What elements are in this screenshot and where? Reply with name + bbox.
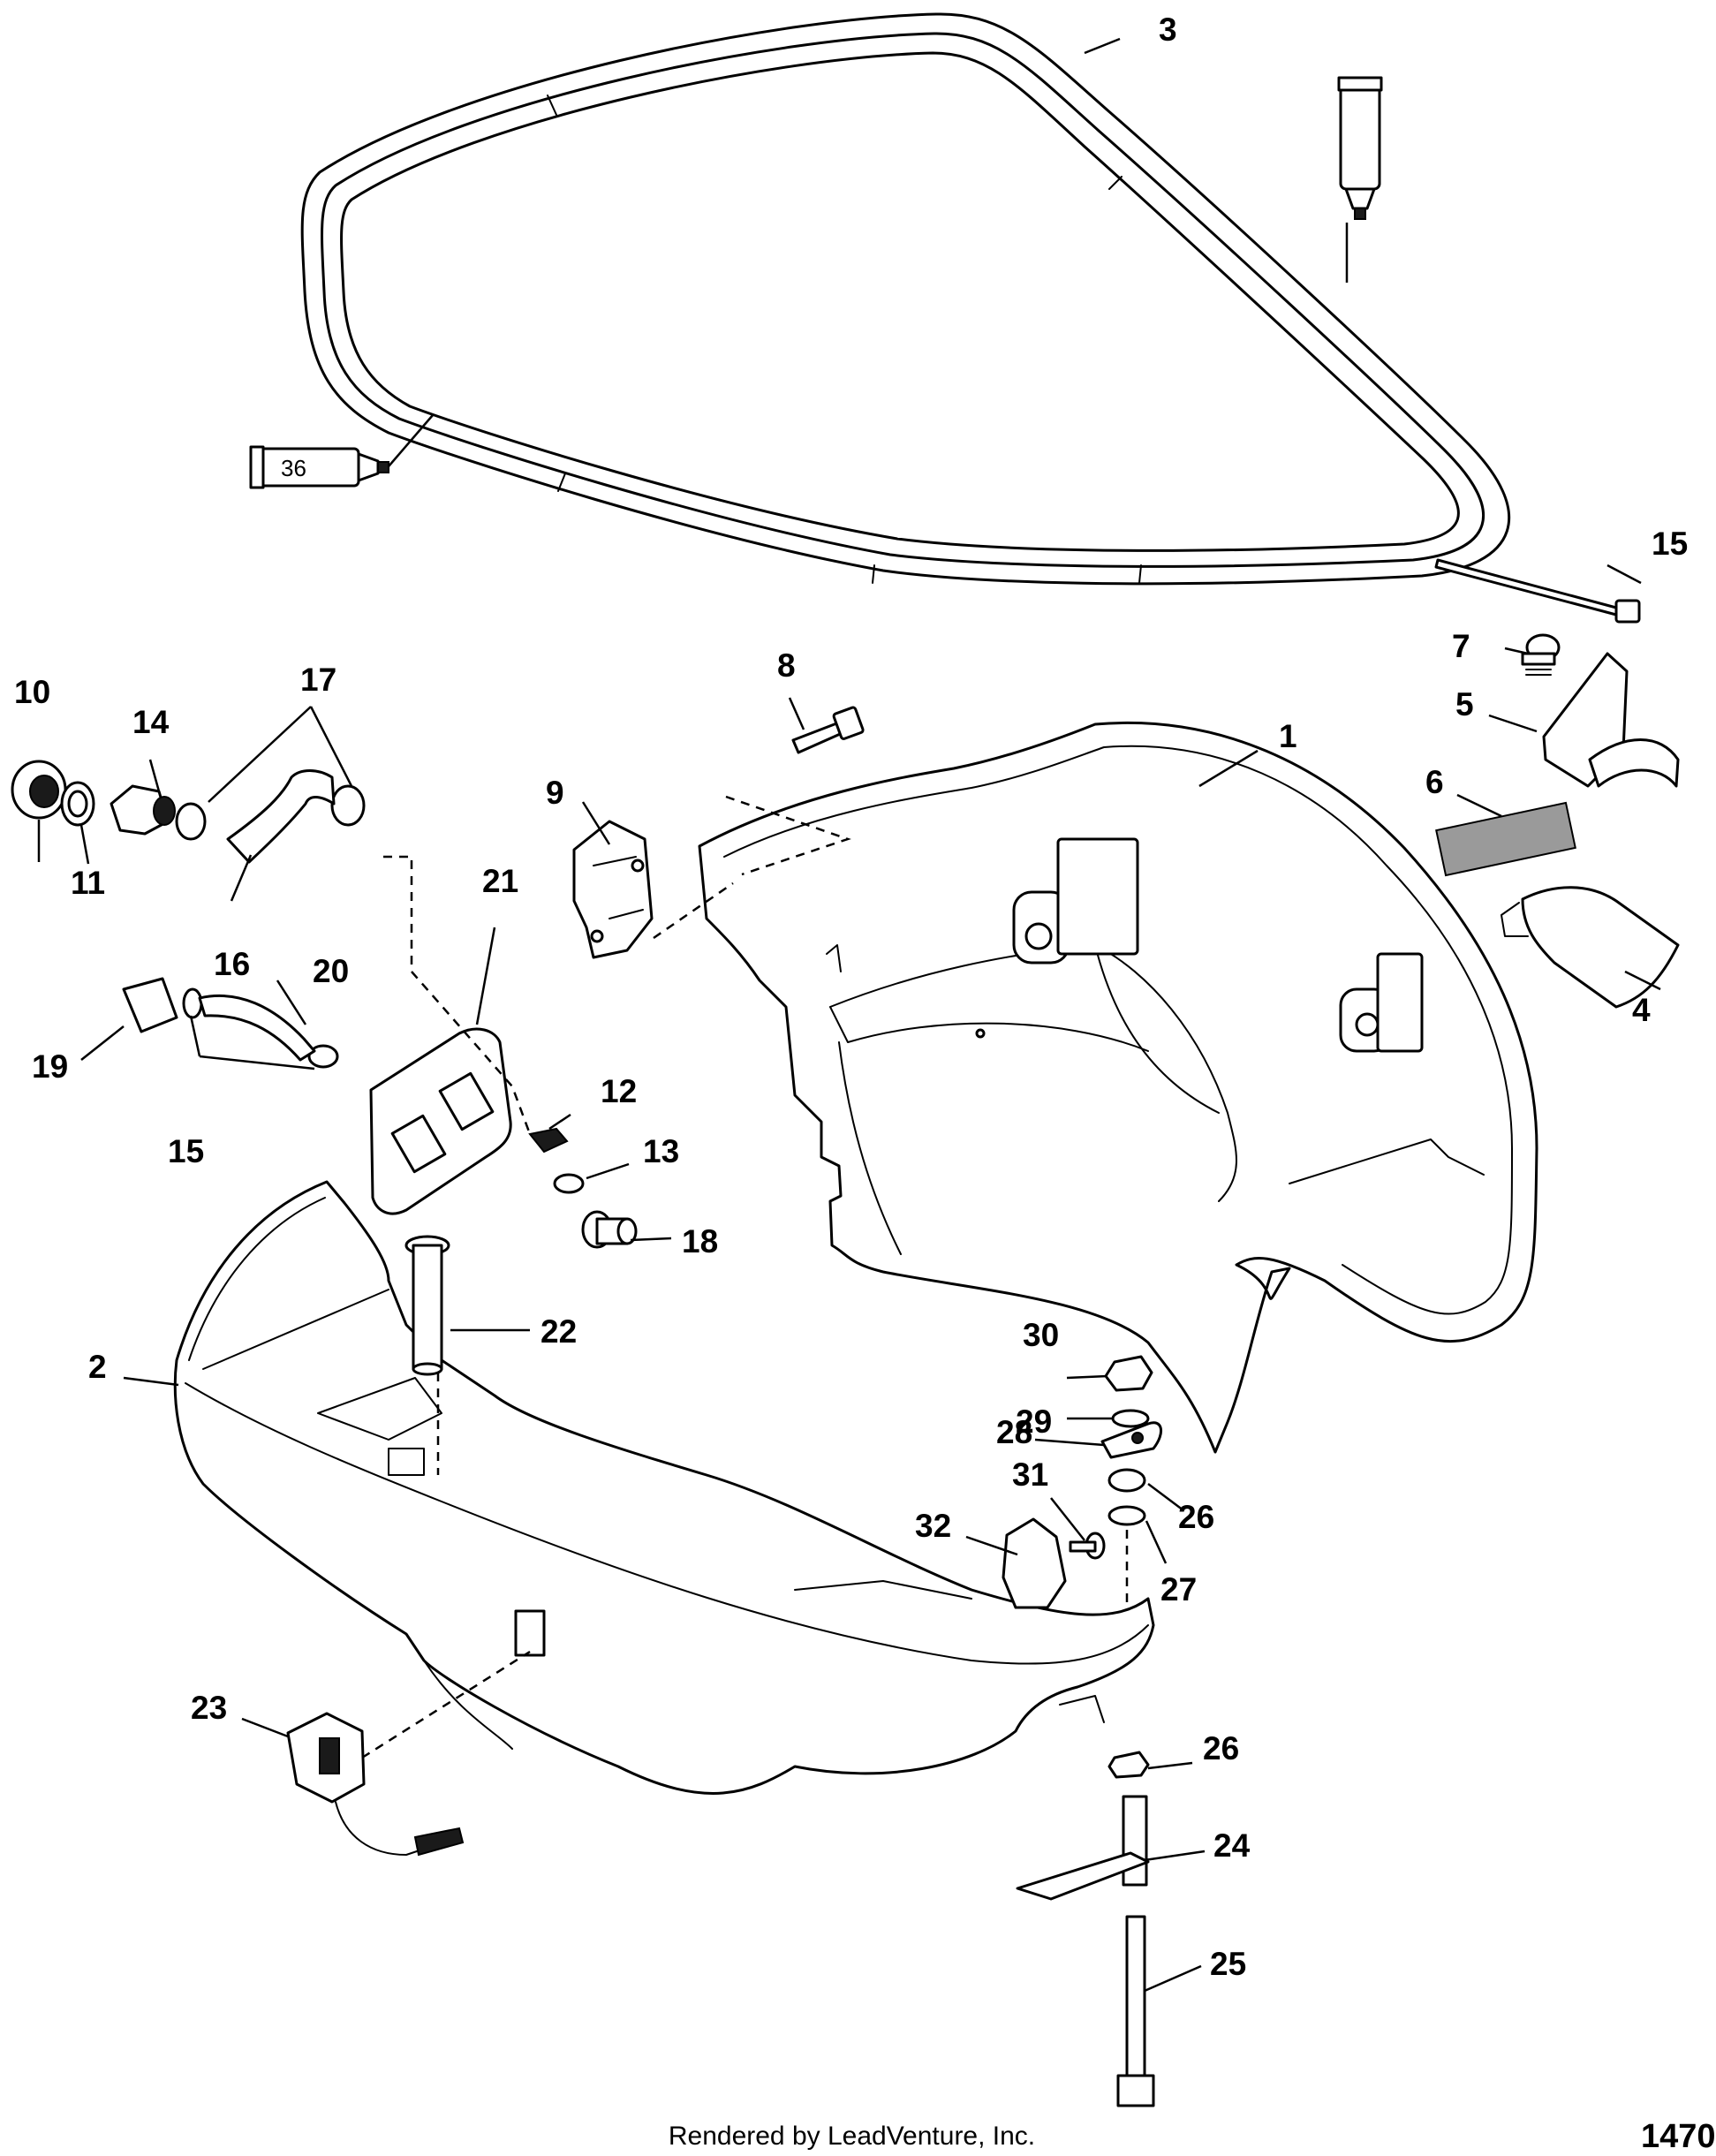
callout-4: 4 [1632,992,1651,1028]
part-21-cover [369,1027,512,1215]
callout-27: 27 [1160,1571,1197,1608]
sealant-tube-label: 36 [281,455,306,481]
part-24-lever [1016,1795,1150,1901]
callout-3: 3 [1159,11,1177,48]
part-8-bolt [791,706,865,754]
alignment-lines [361,795,1129,1759]
part-14-fitting [110,784,176,836]
callout-26-upper: 26 [1178,1499,1214,1535]
callout-14: 14 [132,704,170,740]
part-31-screw [1069,1532,1106,1560]
callout-18: 18 [682,1223,718,1260]
callout-32: 32 [915,1508,951,1544]
callout-30: 30 [1023,1317,1059,1353]
part-6-pad [1435,801,1576,877]
part-17-clamps [175,784,366,841]
part-1-upper-cowl [698,721,1538,1454]
part-15-clamps [182,987,339,1069]
callout-24: 24 [1213,1827,1251,1864]
part-19-grommet [122,977,178,1033]
callout-10: 10 [14,674,50,710]
part-32-clip [1002,1517,1067,1609]
callout-28: 28 [996,1414,1032,1450]
callout-2: 2 [88,1349,107,1385]
part-27-washer [1107,1505,1146,1526]
callout-31: 31 [1012,1456,1048,1493]
callout-11: 11 [71,865,105,901]
part-30-nut [1104,1355,1153,1392]
callout-7: 7 [1452,628,1470,664]
callout-8: 8 [777,647,796,684]
callout-22: 22 [541,1313,577,1350]
part-23-switch [286,1712,465,1857]
page-number: 1470 [1641,2118,1716,2155]
callout-26-lower: 26 [1203,1730,1239,1766]
part-28-bracket [1100,1421,1162,1459]
callout-21: 21 [482,863,518,899]
sealant-tube-36: 36 [249,445,389,489]
leader-lines [37,37,1661,1993]
part-5-bracket [1542,652,1680,788]
callout-23: 23 [191,1690,227,1726]
sealant-tube-top [1337,76,1383,220]
callout-15-left: 15 [168,1133,204,1169]
part-13-washer [553,1173,585,1194]
callout-9: 9 [546,775,564,811]
callout-5: 5 [1455,686,1474,722]
callout-25: 25 [1210,1946,1246,1982]
part-29-washer [1111,1409,1150,1428]
callout-20: 20 [313,953,349,989]
part-18-plug [581,1210,638,1249]
part-20-hose [198,994,316,1062]
callout-1: 1 [1279,718,1297,754]
part-22-tube [404,1235,450,1376]
callout-17: 17 [300,662,336,698]
callout-labels: 3 15 7 5 6 4 1 8 9 10 11 14 17 16 20 19 … [14,11,1688,1982]
part-12-clip [528,1127,569,1154]
callout-12: 12 [601,1073,637,1109]
part-15-cable-tie [1434,558,1641,624]
part-26-bushing-lower [1107,1751,1150,1779]
part-11-ring [60,781,95,827]
callout-19: 19 [32,1048,68,1085]
part-25-bolt [1116,1915,1155,2107]
part-7-screw [1521,633,1561,676]
callout-15-top: 15 [1652,526,1688,562]
part-3-seal [300,12,1511,586]
part-4-half-shell [1501,886,1680,1009]
callout-16: 16 [214,946,250,982]
rendered-by-credit: Rendered by LeadVenture, Inc. [668,2122,1036,2151]
part-16-hose [226,769,336,864]
callout-6: 6 [1425,764,1444,800]
part-9-latch [572,820,654,959]
callout-29: 29 [1016,1403,1052,1440]
part-26-bushing-upper [1107,1468,1146,1493]
callout-13: 13 [643,1133,679,1169]
part-10-cap [11,760,67,820]
